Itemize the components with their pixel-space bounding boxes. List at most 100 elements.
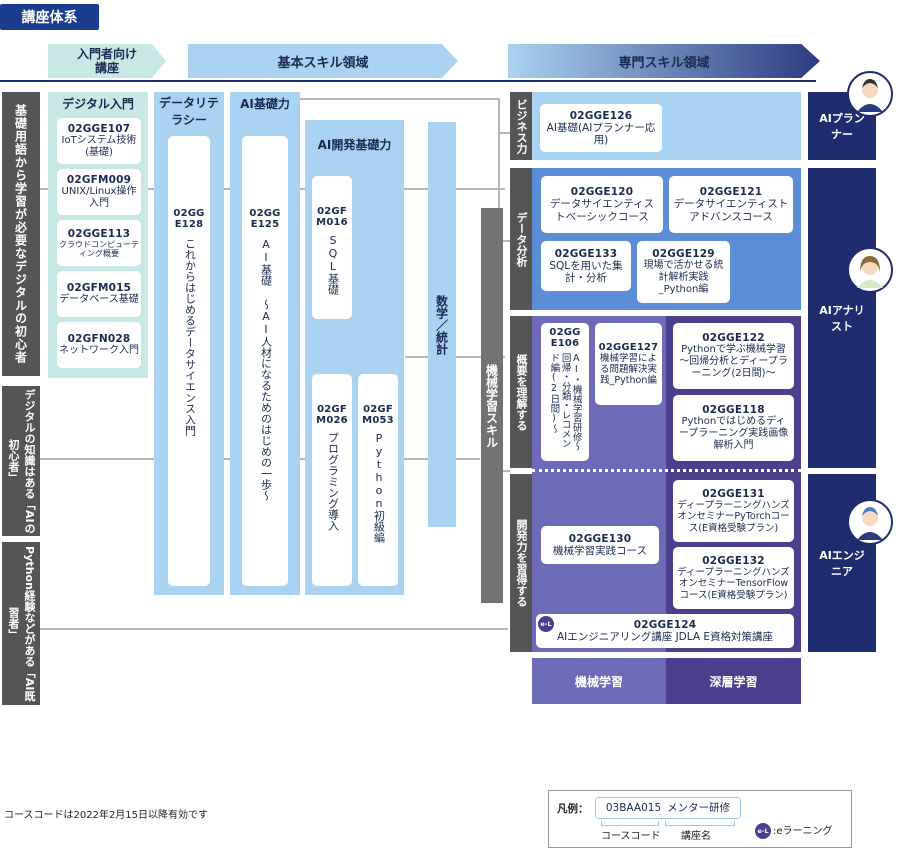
legend-code-caption: コースコード	[601, 831, 661, 842]
prog-course-card[interactable]: 02GFM026 プログラミング導入	[312, 374, 352, 586]
data-course-card[interactable]: 02GGE121 データサイエンティストアドバンスコース	[669, 176, 793, 233]
digital-course-card[interactable]: 02GFN028 ネットワーク入門	[57, 322, 141, 368]
left-label-digital-beginner: 基礎用語から学習が必要なデジタルの初心者	[2, 92, 40, 376]
tab-deep-learning: 深層学習	[666, 658, 801, 704]
tab-machine-learning-label: 機械学習	[574, 674, 623, 689]
connector-line	[40, 628, 508, 630]
course-name: Pythonで学ぶ機械学習～回帰分析とディープラーニング(2日間)～	[679, 344, 788, 379]
course-code: 02GGE127	[598, 341, 659, 353]
role-ai-planner-label: AIプランナー	[819, 112, 865, 141]
elearning-badge-text: e-L	[540, 620, 552, 628]
header-beginner-arrow: 入門者向け講座	[48, 44, 166, 78]
course-code: 02GGE130	[568, 532, 632, 545]
data-course-card[interactable]: 02GGE120 データサイエンティストベーシックコース	[541, 176, 663, 233]
course-code: 02GGE124	[633, 618, 697, 631]
course-name: 機械学習実践コース	[553, 544, 647, 557]
digital-course-card[interactable]: 02GFM009 UNIX/Linux操作入門	[57, 169, 141, 215]
develop-course-card-e130[interactable]: 02GGE130 機械学習実践コース	[541, 526, 659, 564]
connector-line	[498, 132, 510, 134]
course-code: 02GGE125	[249, 208, 281, 230]
legend-elearning-text: :eラーニング	[773, 826, 833, 837]
ai-basic-title: AI基礎力	[240, 96, 290, 111]
sql-course-card[interactable]: 02GFM016 SQL基礎	[312, 176, 352, 319]
course-name: データベース基礎	[59, 294, 139, 306]
footnote: コースコードは2022年2月15日以降有効です	[4, 810, 209, 821]
analyst-avatar-icon	[846, 246, 894, 294]
section-label-business: ビジネス力	[510, 92, 532, 160]
data-literacy-course-card[interactable]: 02GGE128 これからはじめるデータサイエンス入門	[168, 136, 210, 586]
ml-skill-label: 機械学習スキル	[484, 363, 499, 448]
ai-basic-course-card[interactable]: 02GGE125 AI基礎 ～AI人材になるためのはじめの一歩～	[242, 136, 288, 586]
digital-intro-title: デジタル入門	[62, 96, 134, 111]
left-label-ai-beginner: デジタルの知識はある「AIの初心者」	[2, 386, 40, 536]
left-label-digital-beginner-text: 基礎用語から学習が必要なデジタルの初心者	[13, 104, 28, 364]
connector-line	[498, 240, 510, 242]
role-ai-engineer-label: AIエンジニア	[819, 549, 865, 578]
understand-course-card-e118[interactable]: 02GGE118 Pythonではじめるディープラーニング実践画像解析入門	[673, 395, 794, 461]
digital-course-card[interactable]: 02GGE107 IoTシステム技術(基礎)	[57, 118, 141, 164]
section-label-understand: 概要を理解する	[510, 316, 532, 468]
course-name: Pythonではじめるディープラーニング実践画像解析入門	[678, 416, 789, 451]
header-specialist-arrow: 専門スキル領域	[508, 44, 820, 78]
header-beginner-label: 入門者向け講座	[76, 46, 137, 75]
develop-course-card-e131[interactable]: 02GGE131 ディープラーニングハンズオンセミナーPyTorchコース(E資…	[673, 480, 794, 542]
course-code: 02GFN028	[67, 333, 131, 346]
role-ai-analyst: AIアナリスト	[808, 168, 876, 468]
course-code: 02GGE107	[67, 123, 131, 136]
data-literacy-title: データリテラシー	[158, 96, 219, 127]
course-code: 02GFM053	[362, 404, 394, 426]
elearning-badge: e-L	[538, 616, 554, 632]
course-code: 02GGE106	[549, 327, 581, 349]
page-title: 講座体系	[0, 4, 99, 30]
left-label-ai-experienced: Python経験などがある「AI既習者」	[2, 542, 40, 705]
legend-sample-card: 03BAA015 メンター研修	[595, 797, 741, 819]
understand-course-card-e106[interactable]: 02GGE106 AI・機械学習研修～回帰・分類・レコメンド編(2日間)～	[541, 323, 589, 461]
section-label-develop: 開発力を習得する	[510, 474, 532, 652]
header-basic-arrow: 基本スキル領域	[188, 44, 458, 78]
connector-line	[270, 98, 500, 100]
business-course-card[interactable]: 02GGE126 AI基礎(AIプランナー応用)	[540, 104, 662, 152]
course-name: AIエンジニアリング講座 JDLA E資格対策講座	[556, 630, 774, 643]
course-name: 現場で活かせる統計解析実践_Python編	[643, 260, 724, 295]
math-label: 数学／統計	[434, 294, 449, 355]
course-code: 02GGE133	[554, 247, 618, 260]
course-name: IoTシステム技術(基礎)	[61, 135, 137, 158]
course-name: データサイエンティストアドバンスコース	[673, 198, 789, 223]
course-code: 02GFM015	[66, 282, 132, 295]
legend-elearning-badge-text: e-L	[757, 827, 769, 835]
course-code: 02GFM016	[316, 206, 348, 228]
python-course-card[interactable]: 02GFM053 Python初級編	[358, 374, 398, 586]
course-name: SQL基礎	[326, 234, 340, 295]
role-ai-analyst-label: AIアナリスト	[819, 304, 865, 333]
legend-sample-name: メンター研修	[667, 801, 731, 814]
course-code: 02GGE126	[569, 109, 633, 122]
digital-course-card[interactable]: 02GGE113 クラウドコンピューティング概要	[57, 220, 141, 266]
develop-course-card-e132[interactable]: 02GGE132 ディープラーニングハンズオンセミナーTensorFlowコース…	[673, 547, 794, 609]
understand-course-card-e122[interactable]: 02GGE122 Pythonで学ぶ機械学習～回帰分析とディープラーニング(2日…	[673, 323, 794, 389]
math-bar: 数学／統計	[428, 122, 456, 527]
left-label-ai-beginner-text: デジタルの知識はある「AIの初心者」	[7, 388, 36, 534]
tab-deep-learning-label: 深層学習	[709, 674, 758, 689]
ai-dev-title: AI開発基礎力	[317, 137, 392, 152]
header-basic-label: 基本スキル領域	[277, 55, 369, 71]
course-code: 02GGE128	[173, 208, 205, 230]
digital-course-card[interactable]: 02GFM015 データベース基礎	[57, 271, 141, 317]
course-name: 機械学習による問題解決実践_Python編	[599, 352, 657, 387]
left-label-ai-experienced-text: Python経験などがある「AI既習者」	[7, 545, 36, 702]
course-code: 02GFM009	[66, 174, 132, 187]
course-name: これからはじめるデータサイエンス入門	[183, 238, 197, 436]
data-course-card[interactable]: 02GGE129 現場で活かせる統計解析実践_Python編	[637, 241, 730, 303]
course-name: データサイエンティストベーシックコース	[549, 198, 655, 223]
legend-elearning-badge: e-L	[755, 823, 771, 839]
connector-line	[498, 470, 510, 472]
data-course-card[interactable]: 02GGE133 SQLを用いた集計・分析	[541, 241, 631, 291]
develop-course-card-e124[interactable]: e-L 02GGE124 AIエンジニアリング講座 JDLA E資格対策講座	[536, 614, 794, 648]
course-name: ディープラーニングハンズオンセミナーPyTorchコース(E資格受験プラン)	[677, 500, 790, 534]
understand-course-card-e127[interactable]: 02GGE127 機械学習による問題解決実践_Python編	[595, 323, 662, 405]
course-code: 02GGE129	[652, 248, 715, 261]
course-name: ネットワーク入門	[59, 345, 139, 357]
legend-label: 凡例：	[557, 803, 589, 815]
course-name: Python初級編	[372, 432, 386, 543]
course-code: 02GGE113	[67, 227, 131, 240]
course-name: ディープラーニングハンズオンセミナーTensorFlowコース(E資格受験プラン…	[677, 567, 790, 601]
